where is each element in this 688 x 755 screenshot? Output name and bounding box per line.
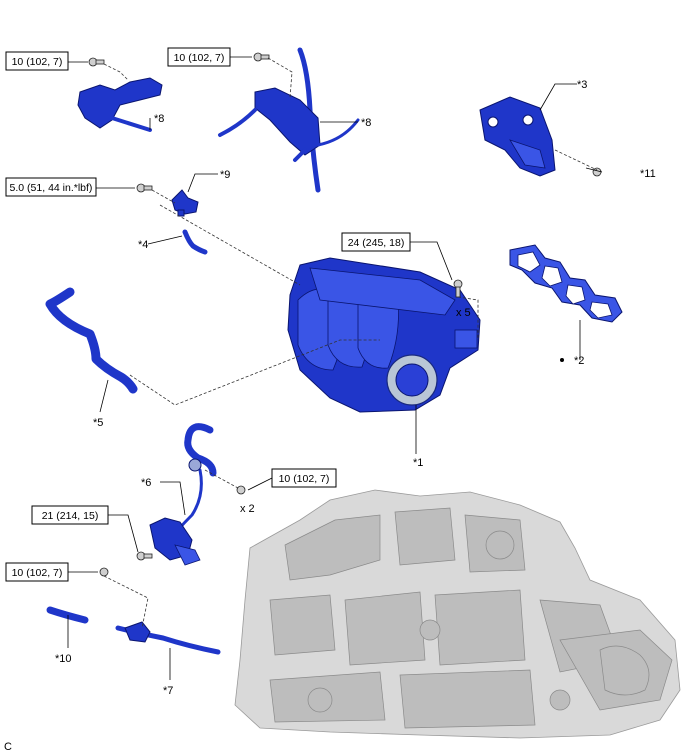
bolt-icon <box>99 567 109 577</box>
torque-spec-7: 10 (102, 7) <box>5 562 69 582</box>
wire-harness-left <box>77 77 163 132</box>
svg-text:10 (102, 7): 10 (102, 7) <box>279 473 330 485</box>
sensor-part-9 <box>171 189 199 217</box>
callout-8-left: *8 <box>154 113 164 125</box>
intake-manifold-gasket <box>509 244 623 323</box>
bolt-icon <box>253 52 270 62</box>
bolt-icon <box>592 167 602 177</box>
svg-text:21 (214, 15): 21 (214, 15) <box>42 510 99 522</box>
bolt-icon <box>136 551 153 561</box>
callout-6: *6 <box>141 477 151 489</box>
callout-5: *5 <box>93 417 103 429</box>
engine-block-illustration <box>234 489 681 739</box>
new-part-marker <box>560 358 564 362</box>
callout-10: *10 <box>55 653 72 665</box>
torque-spec-4: 24 (245, 18) <box>341 232 411 252</box>
bolt-icon <box>136 183 153 193</box>
quantity-x2: x 2 <box>240 503 255 515</box>
torque-spec-1: 10 (102, 7) <box>5 51 69 71</box>
callout-2: *2 <box>574 355 584 367</box>
callout-1: *1 <box>413 457 423 469</box>
callout-9: *9 <box>220 169 230 181</box>
callout-8-center: *8 <box>361 117 371 129</box>
torque-spec-2: 10 (102, 7) <box>167 47 231 67</box>
callout-11: *11 <box>640 168 656 180</box>
bolt-icon <box>236 485 246 495</box>
svg-text:5.0 (51, 44 in.*lbf): 5.0 (51, 44 in.*lbf) <box>10 182 93 194</box>
hose-part-5 <box>45 287 138 394</box>
svg-text:10 (102, 7): 10 (102, 7) <box>12 567 63 579</box>
bolt-icon <box>88 57 105 67</box>
callout-4: *4 <box>138 239 148 251</box>
pipe-part-6 <box>149 423 217 566</box>
installation-lines <box>103 57 598 629</box>
corner-mark: C <box>4 741 12 753</box>
hose-part-10 <box>46 606 89 624</box>
callout-3: *3 <box>577 79 587 91</box>
torque-spec-3: 5.0 (51, 44 in.*lbf) <box>5 177 97 197</box>
intake-manifold <box>287 257 481 413</box>
manifold-bracket <box>479 96 556 177</box>
svg-text:10 (102, 7): 10 (102, 7) <box>12 56 63 68</box>
hose-part-4 <box>182 229 208 255</box>
quantity-x5: x 5 <box>456 307 471 319</box>
callout-7: *7 <box>163 685 173 697</box>
svg-text:24 (245, 18): 24 (245, 18) <box>348 237 405 249</box>
bolts <box>88 52 602 577</box>
wire-harness-center <box>218 47 360 193</box>
pipe-part-7 <box>115 621 221 655</box>
torque-spec-6: 21 (214, 15) <box>31 505 109 525</box>
svg-text:10 (102, 7): 10 (102, 7) <box>174 52 225 64</box>
torque-spec-5: 10 (102, 7) <box>271 468 337 488</box>
leader-lines <box>67 56 603 680</box>
